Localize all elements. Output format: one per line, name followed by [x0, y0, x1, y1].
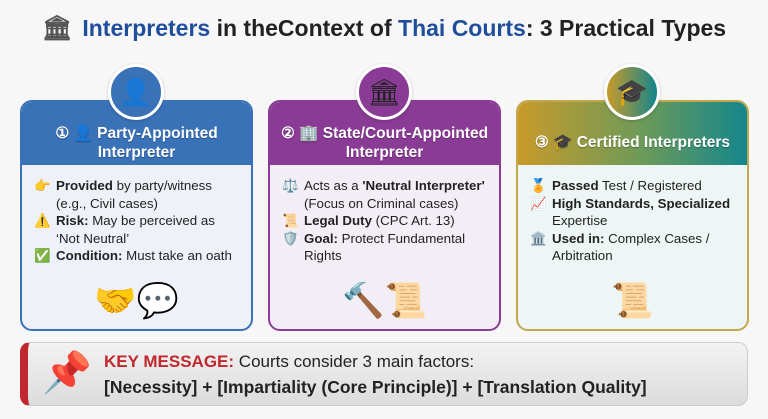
list-item: ⚖️Acts as a 'Neutral Interpreter' (Focus…: [282, 178, 485, 211]
certificate-illustration: 📜: [611, 282, 654, 320]
check-icon: ✅: [34, 248, 51, 263]
institution-icon: 🏛️: [530, 230, 547, 246]
key-factors: [Necessity] + [Impartiality (Core Princi…: [104, 377, 647, 397]
list-item: ⚠️Risk: May be perceived as ‘Not Neutral…: [34, 213, 215, 246]
list-item: 📈High Standards, Specialized Expertise: [530, 195, 731, 229]
scroll-icon: 📜: [282, 213, 299, 228]
medal-icon: 🏅: [530, 178, 547, 193]
card-state-appointed: ② 🏢 State/Court-Appointed Interpreter ⚖️…: [268, 100, 501, 331]
courthouse-icon: 🏛: [41, 15, 73, 42]
list-item: 🛡️Goal: Protect Fundamental Rights: [282, 230, 466, 264]
warning-icon: ⚠️: [34, 213, 51, 228]
list-item: 📜Legal Duty (CPC Art. 13): [282, 213, 455, 228]
shield-icon: 🛡️: [282, 230, 299, 246]
key-message-label: KEY MESSAGE:: [104, 352, 235, 371]
card-heading: ② 🏢 State/Court-Appointed Interpreter: [270, 102, 499, 165]
graduation-cap-icon: 🎓: [604, 64, 660, 120]
page-title: 🏛Interpreters in theContext of Thai Cour…: [41, 15, 727, 42]
people-handshake-illustration: 🤝💬: [94, 282, 179, 320]
person-icon: 👤: [108, 64, 164, 120]
pointing-hand-icon: 👉: [34, 178, 51, 193]
chart-up-icon: 📈: [530, 195, 547, 211]
list-item: ✅Condition: Must take an oath: [34, 248, 232, 263]
list-item: 👉Provided by party/witness (e.g., Civil …: [34, 178, 212, 211]
pushpin-icon: 📌: [42, 351, 92, 395]
list-item: 🏛️Used in: Complex Cases / Arbitration: [530, 230, 710, 264]
list-item: 🏅Passed Test / Registered: [530, 178, 702, 193]
gavel-scroll-illustration: 🔨📜: [342, 282, 427, 320]
card-party-appointed: ① 👤 Party-Appointed Interpreter 👉Provide…: [20, 100, 253, 331]
key-message-banner: 📌 KEY MESSAGE: Courts consider 3 main fa…: [20, 342, 748, 406]
court-scales-icon: 🏛: [356, 64, 412, 120]
card-certified: ③ 🎓 Certified Interpreters 🏅Passed Test …: [516, 100, 749, 331]
scales-icon: ⚖️: [282, 178, 299, 193]
